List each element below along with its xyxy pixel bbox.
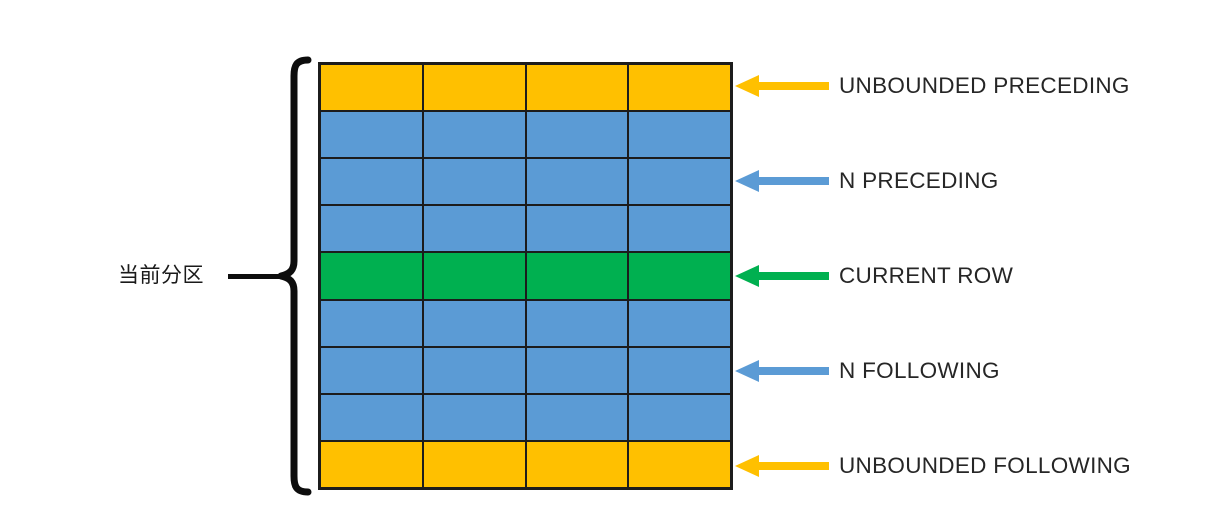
annotation-n-preceding: N PRECEDING xyxy=(733,164,999,198)
arrow-left-icon xyxy=(735,265,829,287)
table-row xyxy=(320,440,731,488)
grid-cell xyxy=(422,64,526,112)
grid-cell xyxy=(422,299,526,347)
grid-cell xyxy=(422,393,526,441)
arrow-left-icon xyxy=(735,170,829,192)
grid-cell xyxy=(628,393,731,441)
grid-cell xyxy=(320,252,423,300)
annotation-unbounded-following: UNBOUNDED FOLLOWING xyxy=(733,449,1131,483)
grid-cell xyxy=(628,64,731,112)
grid-cell xyxy=(320,205,423,253)
grid-cell xyxy=(320,346,423,394)
grid-cell xyxy=(320,111,423,159)
partition-brace-icon xyxy=(278,56,312,496)
grid-cell xyxy=(628,205,731,253)
grid-cell xyxy=(525,205,629,253)
annotation-label: UNBOUNDED FOLLOWING xyxy=(839,453,1131,478)
grid-cell xyxy=(628,111,731,159)
annotation-label: UNBOUNDED PRECEDING xyxy=(839,73,1130,98)
grid-cell xyxy=(525,64,629,112)
annotation-current-row: CURRENT ROW xyxy=(733,259,1013,293)
table-row xyxy=(320,346,731,394)
arrow-left-icon xyxy=(735,360,829,382)
grid-cell xyxy=(628,252,731,300)
table-row xyxy=(320,158,731,206)
annotation-label: N FOLLOWING xyxy=(839,358,1000,383)
annotation-unbounded-preceding: UNBOUNDED PRECEDING xyxy=(733,69,1130,103)
grid-cell xyxy=(525,158,629,206)
grid-cell xyxy=(422,440,526,488)
grid-cell xyxy=(525,299,629,347)
grid-cell xyxy=(628,299,731,347)
partition-label: 当前分区 xyxy=(118,264,204,287)
arrow-left-icon xyxy=(735,455,829,477)
grid-cell xyxy=(320,299,423,347)
grid-cell xyxy=(320,393,423,441)
grid-cell xyxy=(422,111,526,159)
grid-cell xyxy=(422,158,526,206)
grid-cell xyxy=(525,346,629,394)
annotation-label: N PRECEDING xyxy=(839,168,999,193)
annotation-n-following: N FOLLOWING xyxy=(733,354,1000,388)
grid-cell xyxy=(628,158,731,206)
table-row xyxy=(320,205,731,253)
table-row xyxy=(320,111,731,159)
grid-cell xyxy=(320,440,423,488)
grid-cell xyxy=(525,440,629,488)
grid-cell xyxy=(422,205,526,253)
arrow-left-icon xyxy=(735,75,829,97)
partition-connector-line xyxy=(228,274,290,279)
grid-cell xyxy=(320,158,423,206)
grid-cell xyxy=(525,393,629,441)
grid-cell xyxy=(422,252,526,300)
grid-cell xyxy=(422,346,526,394)
row-grid xyxy=(318,62,733,490)
table-row xyxy=(320,393,731,441)
grid-cell xyxy=(320,64,423,112)
grid-cell xyxy=(628,440,731,488)
grid-cell xyxy=(525,111,629,159)
annotation-label: CURRENT ROW xyxy=(839,263,1014,288)
table-row-current xyxy=(320,252,731,300)
table-row xyxy=(320,64,731,112)
grid-cell xyxy=(525,252,629,300)
grid-cell xyxy=(628,346,731,394)
table-row xyxy=(320,299,731,347)
